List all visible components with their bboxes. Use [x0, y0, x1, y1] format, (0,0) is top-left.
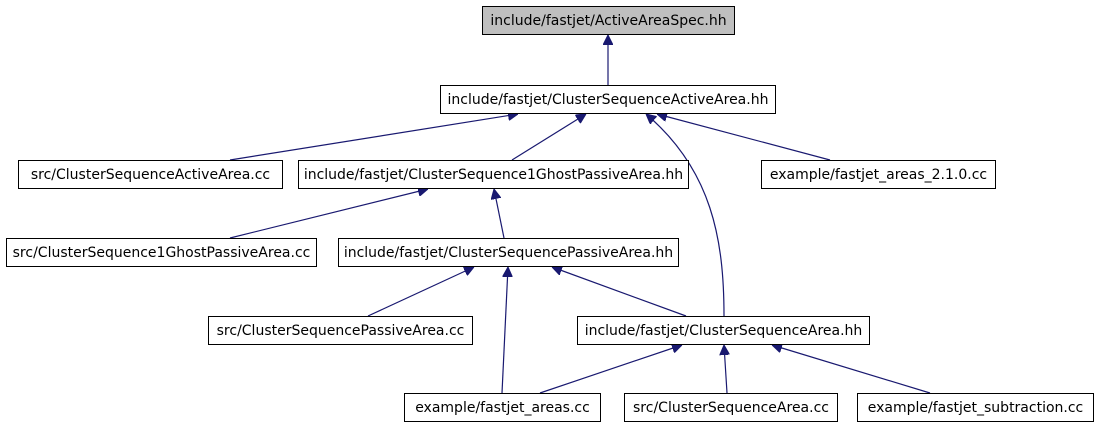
edge-passive-hh-to-1ghost-hh	[494, 189, 505, 239]
node-active-area-spec: include/fastjet/ActiveAreaSpec.hh	[482, 6, 735, 35]
node-cluster-sequence-passive-area-cc[interactable]: src/ClusterSequencePassiveArea.cc	[208, 316, 473, 345]
edge-area-hh-to-active-area-hh	[646, 114, 725, 317]
node-fastjet-areas-2-1-0[interactable]: example/fastjet_areas_2.1.0.cc	[761, 160, 996, 189]
edge-areas-210-to-active-area-hh	[657, 114, 831, 161]
edge-subtraction-to-area-hh	[772, 345, 931, 394]
edge-area-cc-to-area-hh	[724, 345, 727, 394]
edge-area-hh-to-passive-hh	[552, 267, 687, 317]
edge-passive-cc-to-passive-hh	[367, 267, 474, 317]
node-cluster-sequence-active-area-cc[interactable]: src/ClusterSequenceActiveArea.cc	[18, 160, 283, 189]
edge-1ghost-hh-to-active-area-hh	[511, 114, 586, 161]
edge-fastjet-areas-to-area-hh	[539, 345, 682, 394]
node-fastjet-areas[interactable]: example/fastjet_areas.cc	[404, 393, 601, 422]
edge-active-area-cc-to-active-area-hh	[229, 114, 518, 161]
node-fastjet-subtraction[interactable]: example/fastjet_subtraction.cc	[857, 393, 1094, 422]
node-cluster-sequence-1ghost-passive-area-cc[interactable]: src/ClusterSequence1GhostPassiveArea.cc	[6, 238, 317, 267]
node-cluster-sequence-passive-area-hh[interactable]: include/fastjet/ClusterSequencePassiveAr…	[338, 238, 679, 267]
node-cluster-sequence-active-area-hh[interactable]: include/fastjet/ClusterSequenceActiveAre…	[440, 85, 776, 114]
edge-fastjet-areas-to-passive-hh	[501, 267, 508, 394]
edge-1ghost-cc-to-1ghost-hh	[229, 189, 428, 239]
node-cluster-sequence-area-cc[interactable]: src/ClusterSequenceArea.cc	[624, 393, 838, 422]
node-cluster-sequence-1ghost-passive-area-hh[interactable]: include/fastjet/ClusterSequence1GhostPas…	[298, 160, 689, 189]
dependency-edges	[229, 35, 931, 394]
node-cluster-sequence-area-hh[interactable]: include/fastjet/ClusterSequenceArea.hh	[577, 316, 870, 345]
